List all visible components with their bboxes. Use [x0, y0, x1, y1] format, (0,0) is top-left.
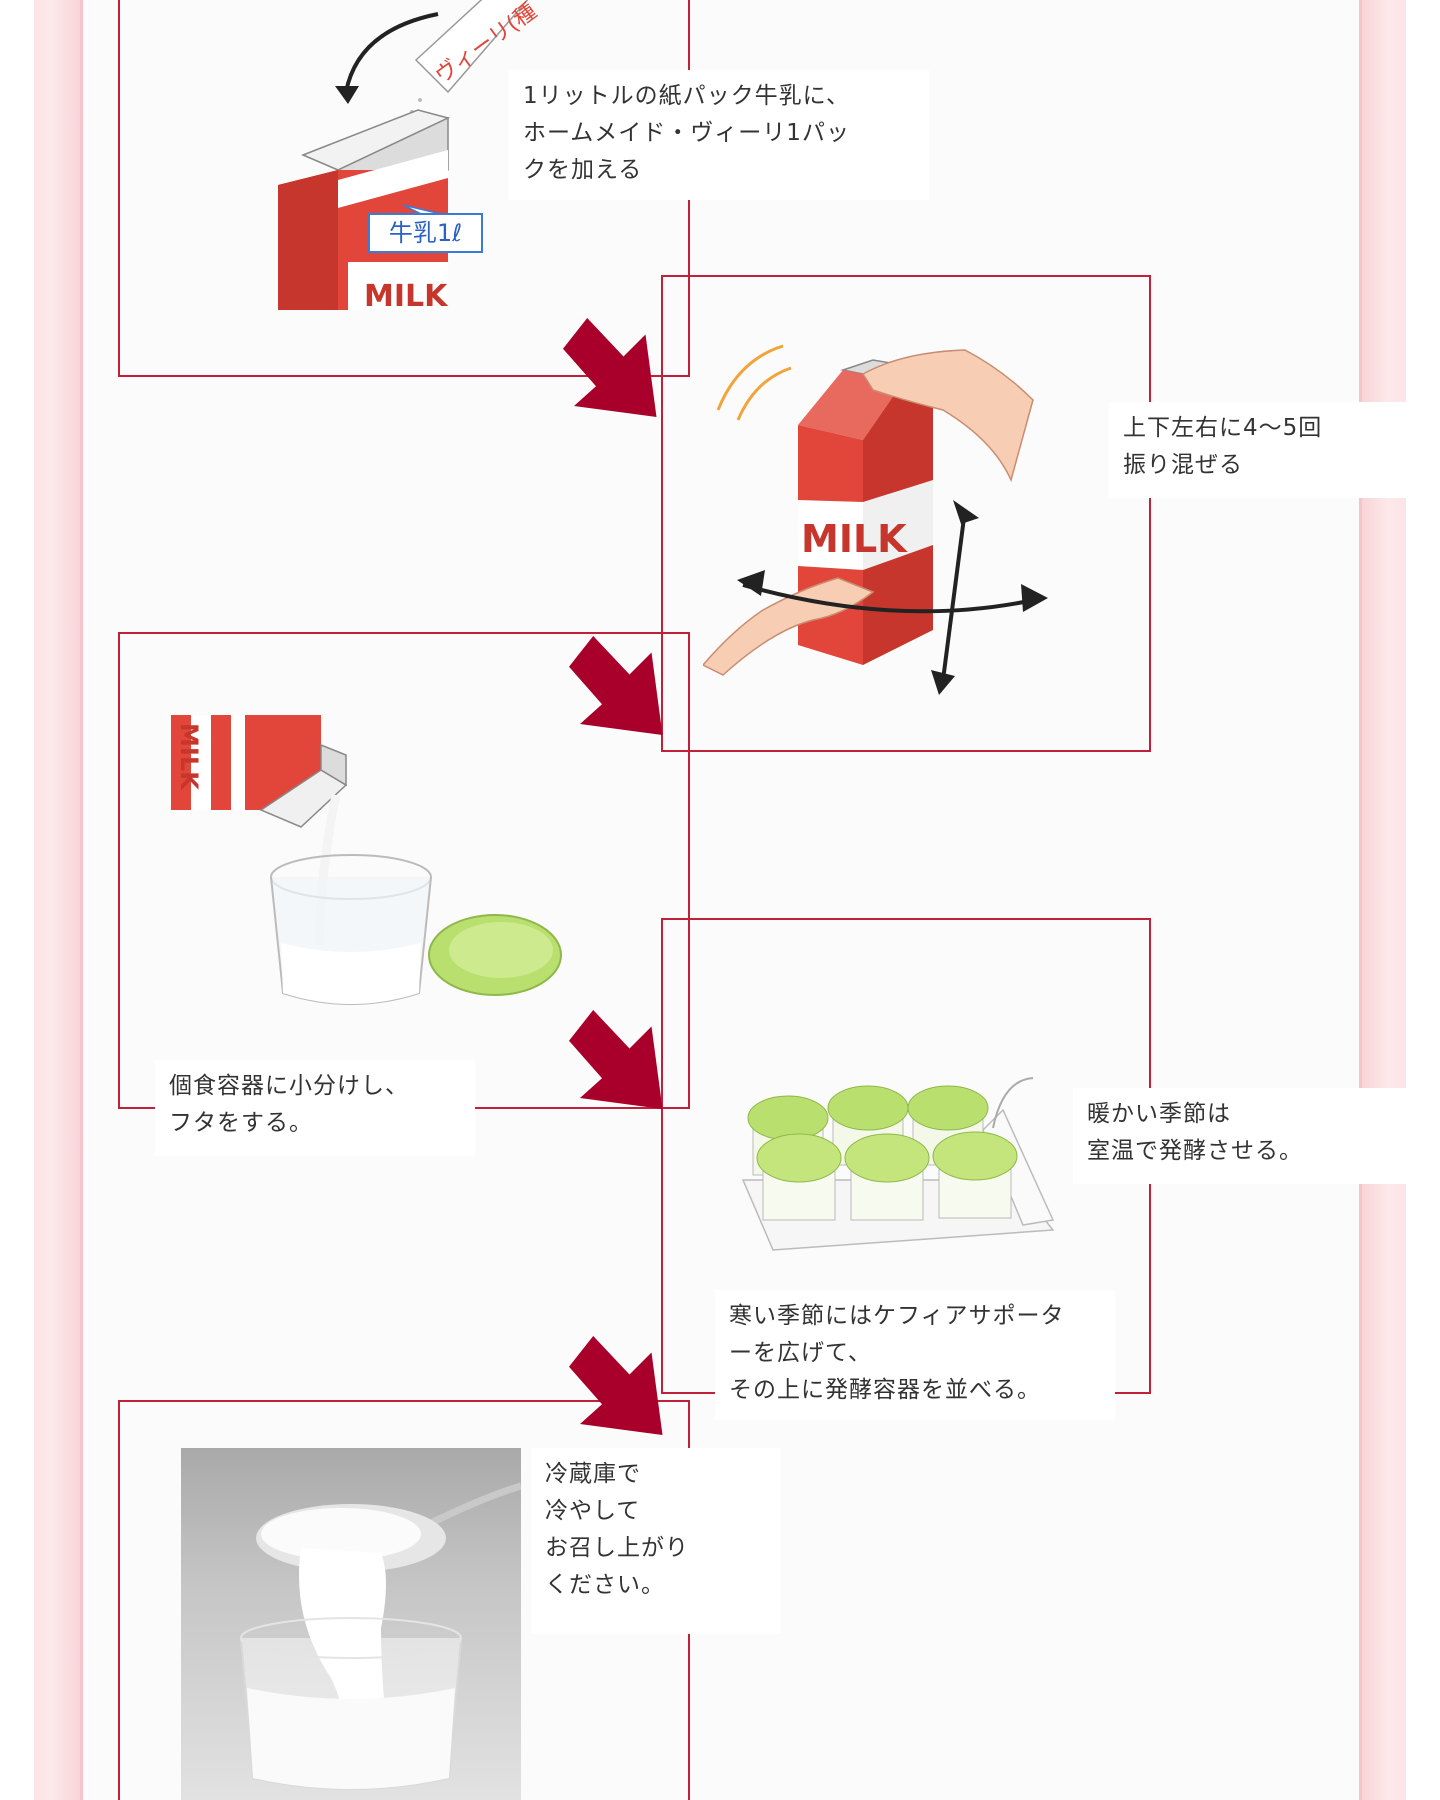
step4-cold-line-3: その上に発酵容器を並べる。	[729, 1377, 1041, 1403]
left-rail-line	[80, 0, 83, 1800]
step4-cold-line-1: 寒い季節にはケフィアサポータ	[729, 1303, 1065, 1329]
carton-text-3: MILK	[175, 723, 203, 791]
carton-text-2: MILK	[801, 517, 908, 561]
instructions-page: ヴィーリ(種 MILK 牛乳1ℓ 1リットルの紙パック牛乳に、 ホームメイド・ヴ…	[83, 0, 1439, 1800]
step2-illustration: MILK	[703, 344, 1048, 695]
step-arrow-2	[569, 636, 663, 735]
step-arrow-3	[569, 1010, 663, 1109]
step3-line-1: 個食容器に小分けし、	[169, 1073, 409, 1099]
step4-illustration	[741, 1077, 1055, 1251]
step5-caption: 冷蔵庫で 冷やして お召し上がり ください。	[531, 1448, 781, 1634]
left-decorative-rail	[34, 0, 80, 1800]
step5-frame-top	[118, 1400, 690, 1402]
step4-cold-caption: 寒い季節にはケフィアサポータ ーを広げて、 その上に発酵容器を並べる。	[715, 1290, 1115, 1420]
step1-line-1: 1リットルの紙パック牛乳に、	[523, 83, 850, 109]
front-row-cups	[756, 1131, 1018, 1221]
step4-warm-line-1: 暖かい季節は	[1087, 1101, 1231, 1127]
step2-frame	[661, 275, 1151, 752]
step2-caption: 上下左右に4〜5回 振り混ぜる	[1109, 402, 1439, 498]
step4-warm-caption: 暖かい季節は 室温で発酵させる。	[1073, 1088, 1413, 1184]
step5-line-1: 冷蔵庫で	[545, 1461, 641, 1487]
step3-line-2: フタをする。	[169, 1110, 313, 1136]
yogurt-spoon-image	[240, 1482, 521, 1790]
step3-caption: 個食容器に小分けし、 フタをする。	[155, 1060, 475, 1156]
step1-caption: 1リットルの紙パック牛乳に、 ホームメイド・ヴィーリ1パッ クを加える	[509, 70, 929, 200]
step-arrow-1	[563, 318, 657, 417]
right-rail-line	[1359, 0, 1362, 1800]
milk-volume-label: 牛乳1ℓ	[368, 213, 483, 253]
step4-warm-line-2: 室温で発酵させる。	[1087, 1138, 1303, 1164]
step5-line-2: 冷やして	[545, 1498, 641, 1524]
step3-illustration: MILK	[171, 715, 562, 1005]
step5-line-4: ください。	[545, 1572, 665, 1598]
step2-line-1: 上下左右に4〜5回	[1123, 415, 1323, 441]
step-arrow-4	[569, 1336, 663, 1435]
step5-line-3: お召し上がり	[545, 1535, 689, 1561]
step5-photo	[181, 1448, 521, 1800]
step4-cold-line-2: ーを広げて、	[729, 1340, 872, 1366]
step1-line-3: クを加える	[523, 157, 643, 183]
step5-frame-left	[118, 1400, 120, 1800]
carton-text: MILK	[364, 279, 449, 310]
right-decorative-rail	[1362, 0, 1406, 1800]
step1-illustration: ヴィーリ(種 MILK	[278, 0, 541, 310]
step2-line-2: 振り混ぜる	[1123, 452, 1243, 478]
step1-line-2: ホームメイド・ヴィーリ1パッ	[523, 120, 850, 146]
back-row-cups	[747, 1085, 989, 1176]
